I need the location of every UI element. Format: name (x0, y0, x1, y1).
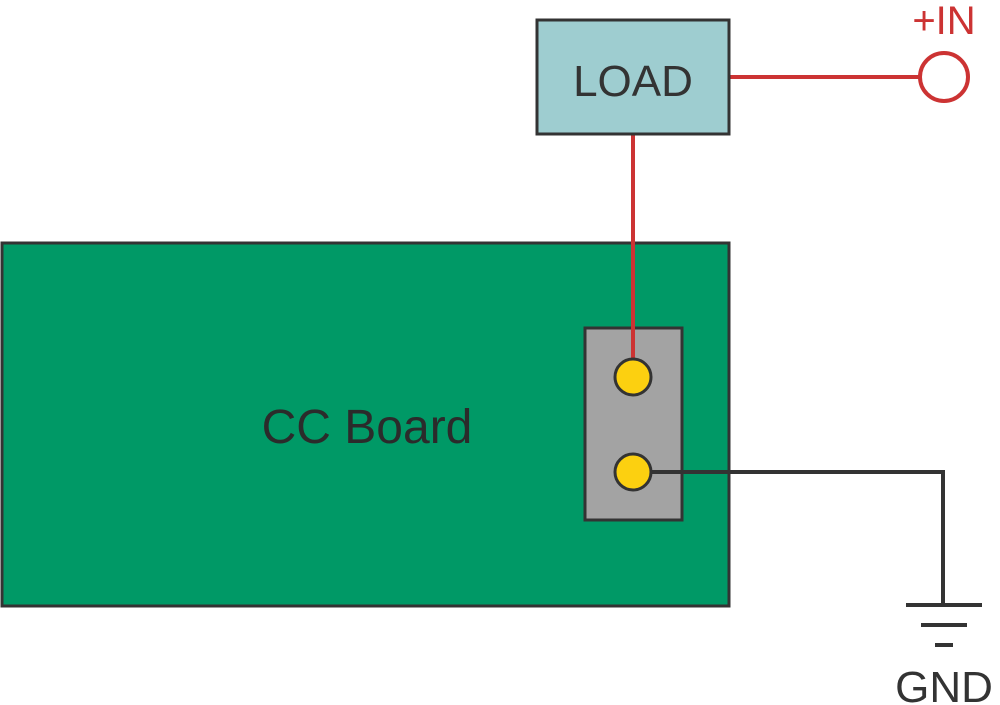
pin-to-ground-wire (633, 470, 945, 604)
top-pin (613, 357, 653, 397)
bottom-pin (613, 452, 653, 492)
ground-label: GND (895, 663, 993, 705)
board-label: CC Board (262, 401, 473, 454)
input-terminal (918, 51, 970, 103)
input-label: +IN (912, 0, 975, 43)
load-label: LOAD (573, 57, 693, 106)
load-box (535, 18, 731, 136)
ground-symbol (906, 603, 982, 647)
